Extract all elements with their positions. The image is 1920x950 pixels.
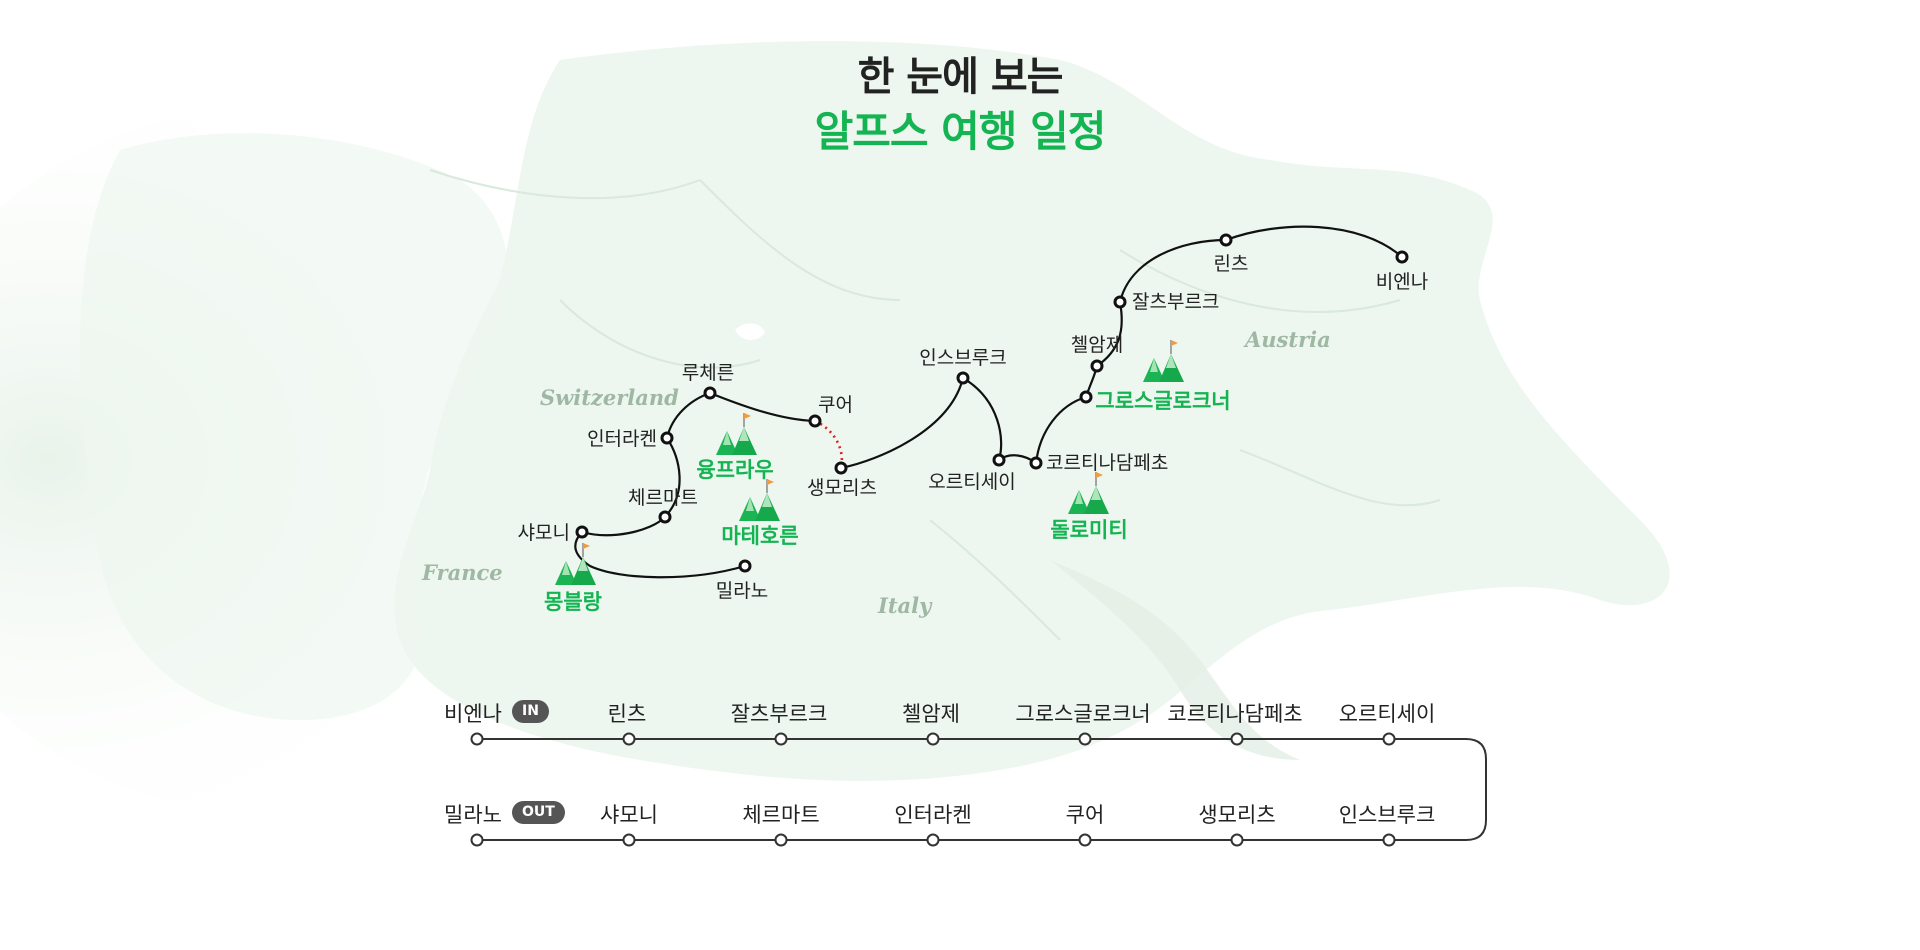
city-label-salzburg: 잘츠부르크: [1132, 291, 1219, 313]
timeline-row1-dot: [622, 732, 636, 746]
city-label-cortina: 코르티나담페초: [1046, 452, 1168, 474]
city-label-vienna: 비엔나: [1376, 271, 1428, 293]
timeline-row1-dot: [926, 732, 940, 746]
route-innsbruck-ortisei: [962, 377, 1003, 461]
node-grossglockner: [1079, 390, 1093, 404]
mountain-label-jungfrau: 융프라우: [696, 458, 773, 482]
city-label-zellamsee: 첼암제: [1071, 334, 1123, 356]
route-linz-vienna: [1225, 225, 1403, 258]
badge-in: IN: [512, 700, 549, 723]
node-cortina: [1029, 456, 1043, 470]
timeline-row2-stop-3: 체르마트: [742, 803, 820, 827]
country-label-france: France: [421, 560, 503, 585]
timeline-row1-dot: [774, 732, 788, 746]
mountain-icon-jungfrau: [715, 412, 758, 456]
route-stmoritz-innsbruck: [840, 377, 965, 470]
city-label-chur: 쿠어: [818, 394, 853, 416]
timeline-row2-dot: [926, 833, 940, 847]
mountains: 몽블랑 융프라우 마테호른 돌로미티 그로스글로크너: [544, 339, 1231, 614]
country-label-italy: Italy: [877, 593, 933, 618]
timeline-row2-stop-4: 인터라켄: [894, 803, 972, 827]
timeline-row1-stop-2: 린츠: [607, 702, 647, 726]
route-chur-stmoritz: [814, 419, 844, 469]
timeline-row1-dot: [470, 732, 484, 746]
mountain-label-matterhorn: 마테호른: [721, 524, 798, 548]
city-nodes: [575, 233, 1409, 573]
timeline-row1-stop-1: 비엔나: [444, 702, 502, 726]
timeline-row2-stop-7: 인스브루크: [1338, 803, 1436, 827]
timeline-row2-dot: [774, 833, 788, 847]
route-zellamsee-salzburg: [1096, 301, 1123, 367]
node-zellamsee: [1090, 359, 1104, 373]
node-salzburg: [1113, 295, 1127, 309]
city-label-luzern: 루체른: [682, 362, 734, 384]
timeline-row1-dot: [1382, 732, 1396, 746]
node-chur: [808, 414, 822, 428]
route-luzern-chur: [709, 391, 816, 423]
timeline-row1-stop-5: 그로스글로크너: [1015, 702, 1151, 726]
mountain-label-grossglockner: 그로스글로크너: [1095, 389, 1230, 413]
node-interlaken: [660, 431, 674, 445]
timeline-row2-stop-2: 샤모니: [600, 803, 658, 827]
mountain-icon-matterhorn: [738, 478, 781, 522]
city-labels: 샤모니 체르마트 인터라켄 루체른 쿠어 생모리츠 인스브루크 오르티세이 코르…: [518, 253, 1429, 602]
country-label-austria: Austria: [1243, 327, 1331, 352]
timeline-row2-stop-6: 생모리츠: [1198, 803, 1276, 827]
land-mass: [394, 41, 1670, 781]
timeline-row2-dot: [622, 833, 636, 847]
city-label-chamonix: 샤모니: [518, 522, 570, 544]
timeline-row2-dot: [470, 833, 484, 847]
badge-out: OUT: [512, 801, 565, 824]
city-label-innsbruck: 인스브루크: [919, 347, 1006, 369]
mountain-icon-dolomiti: [1067, 471, 1110, 515]
mountain-label-dolomiti: 돌로미티: [1050, 518, 1127, 542]
mountain-label-montblanc: 몽블랑: [544, 590, 602, 614]
node-zermatt: [658, 510, 672, 524]
node-vienna: [1395, 250, 1409, 264]
timeline-row2-stop-1: 밀라노: [444, 803, 502, 827]
node-ortisei: [992, 453, 1006, 467]
route-cortina-grossglockner: [1034, 395, 1087, 464]
node-chamonix: [575, 525, 589, 539]
timeline-row1-dot: [1230, 732, 1244, 746]
city-label-stmoritz: 생모리츠: [807, 477, 877, 499]
timeline-row1-stop-3: 잘츠부르크: [730, 702, 828, 726]
node-stmoritz: [834, 461, 848, 475]
route-salzburg-linz: [1118, 238, 1227, 303]
timeline-row1-stop-6: 코르티나담페초: [1167, 702, 1303, 726]
lake: [735, 323, 765, 340]
node-milano: [738, 559, 752, 573]
city-label-milano: 밀라노: [716, 580, 768, 602]
timeline-row1-dot: [1078, 732, 1092, 746]
route-chamonix-zermatt: [581, 516, 666, 537]
route-lines: [574, 225, 1403, 579]
timeline-row2-stop-5: 쿠어: [1065, 803, 1105, 827]
city-label-ortisei: 오르티세이: [928, 471, 1015, 493]
timeline-row2-dot: [1078, 833, 1092, 847]
city-label-zermatt: 체르마트: [628, 487, 698, 509]
timeline-row1-stop-7: 오르티세이: [1338, 702, 1436, 726]
city-label-linz: 린츠: [1214, 253, 1249, 275]
timeline-row2-dot: [1230, 833, 1244, 847]
country-label-switzerland: Switzerland: [540, 385, 679, 410]
title-line-1: 한 눈에 보는: [857, 54, 1064, 100]
city-label-interlaken: 인터라켄: [587, 428, 657, 450]
title-line-2: 알프스 여행 일정: [814, 107, 1107, 156]
timeline-row1-stop-4: 첼암제: [902, 702, 960, 726]
timeline-track: [477, 738, 1487, 841]
node-linz: [1219, 233, 1233, 247]
route-zermatt-interlaken: [664, 437, 681, 518]
node-innsbruck: [956, 371, 970, 385]
route-milano-chamonix: [574, 531, 746, 579]
mountain-icon-grossglockner: [1142, 339, 1185, 383]
timeline-row2-dot: [1382, 833, 1396, 847]
node-luzern: [703, 386, 717, 400]
